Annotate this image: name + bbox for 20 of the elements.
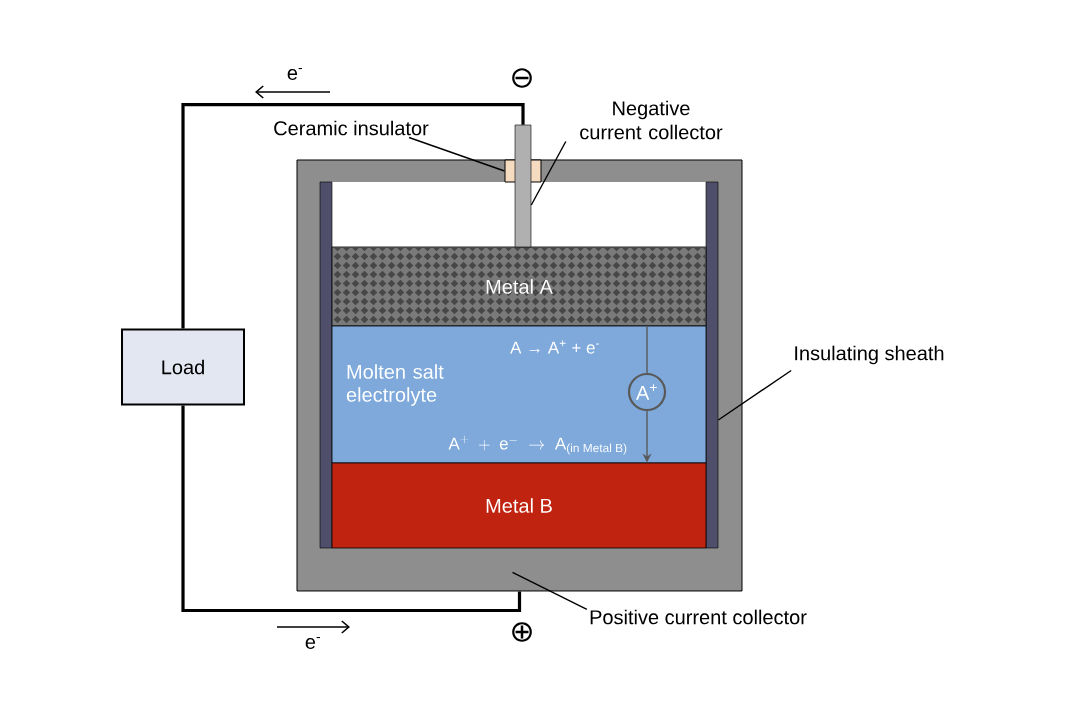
terminal-sign: ⊖ xyxy=(512,68,532,88)
terminal-sign: ⊕ xyxy=(512,622,532,642)
leader-line xyxy=(408,136,506,172)
leader-line xyxy=(530,140,567,206)
sheath-strip xyxy=(319,181,333,549)
electron-label: e$^{-}$ xyxy=(287,68,303,80)
callout-label: Insulating sheath xyxy=(795,345,944,365)
leader-line xyxy=(717,369,792,421)
callout-label: Ceramic insulator xyxy=(274,120,429,136)
callout-label: Negative current collector xyxy=(580,100,723,140)
electron-label: e$^{-}$ xyxy=(305,637,321,649)
load-box: Load xyxy=(121,328,245,406)
leader-line xyxy=(646,325,648,374)
callout-label: Positive current collector xyxy=(590,609,807,625)
wire xyxy=(181,103,525,329)
current-collector-rod xyxy=(514,124,532,248)
metal-layer: Metal A xyxy=(331,246,707,327)
metal-layer: Metal B xyxy=(331,462,707,549)
wire xyxy=(181,405,522,613)
leader-line xyxy=(511,571,588,611)
